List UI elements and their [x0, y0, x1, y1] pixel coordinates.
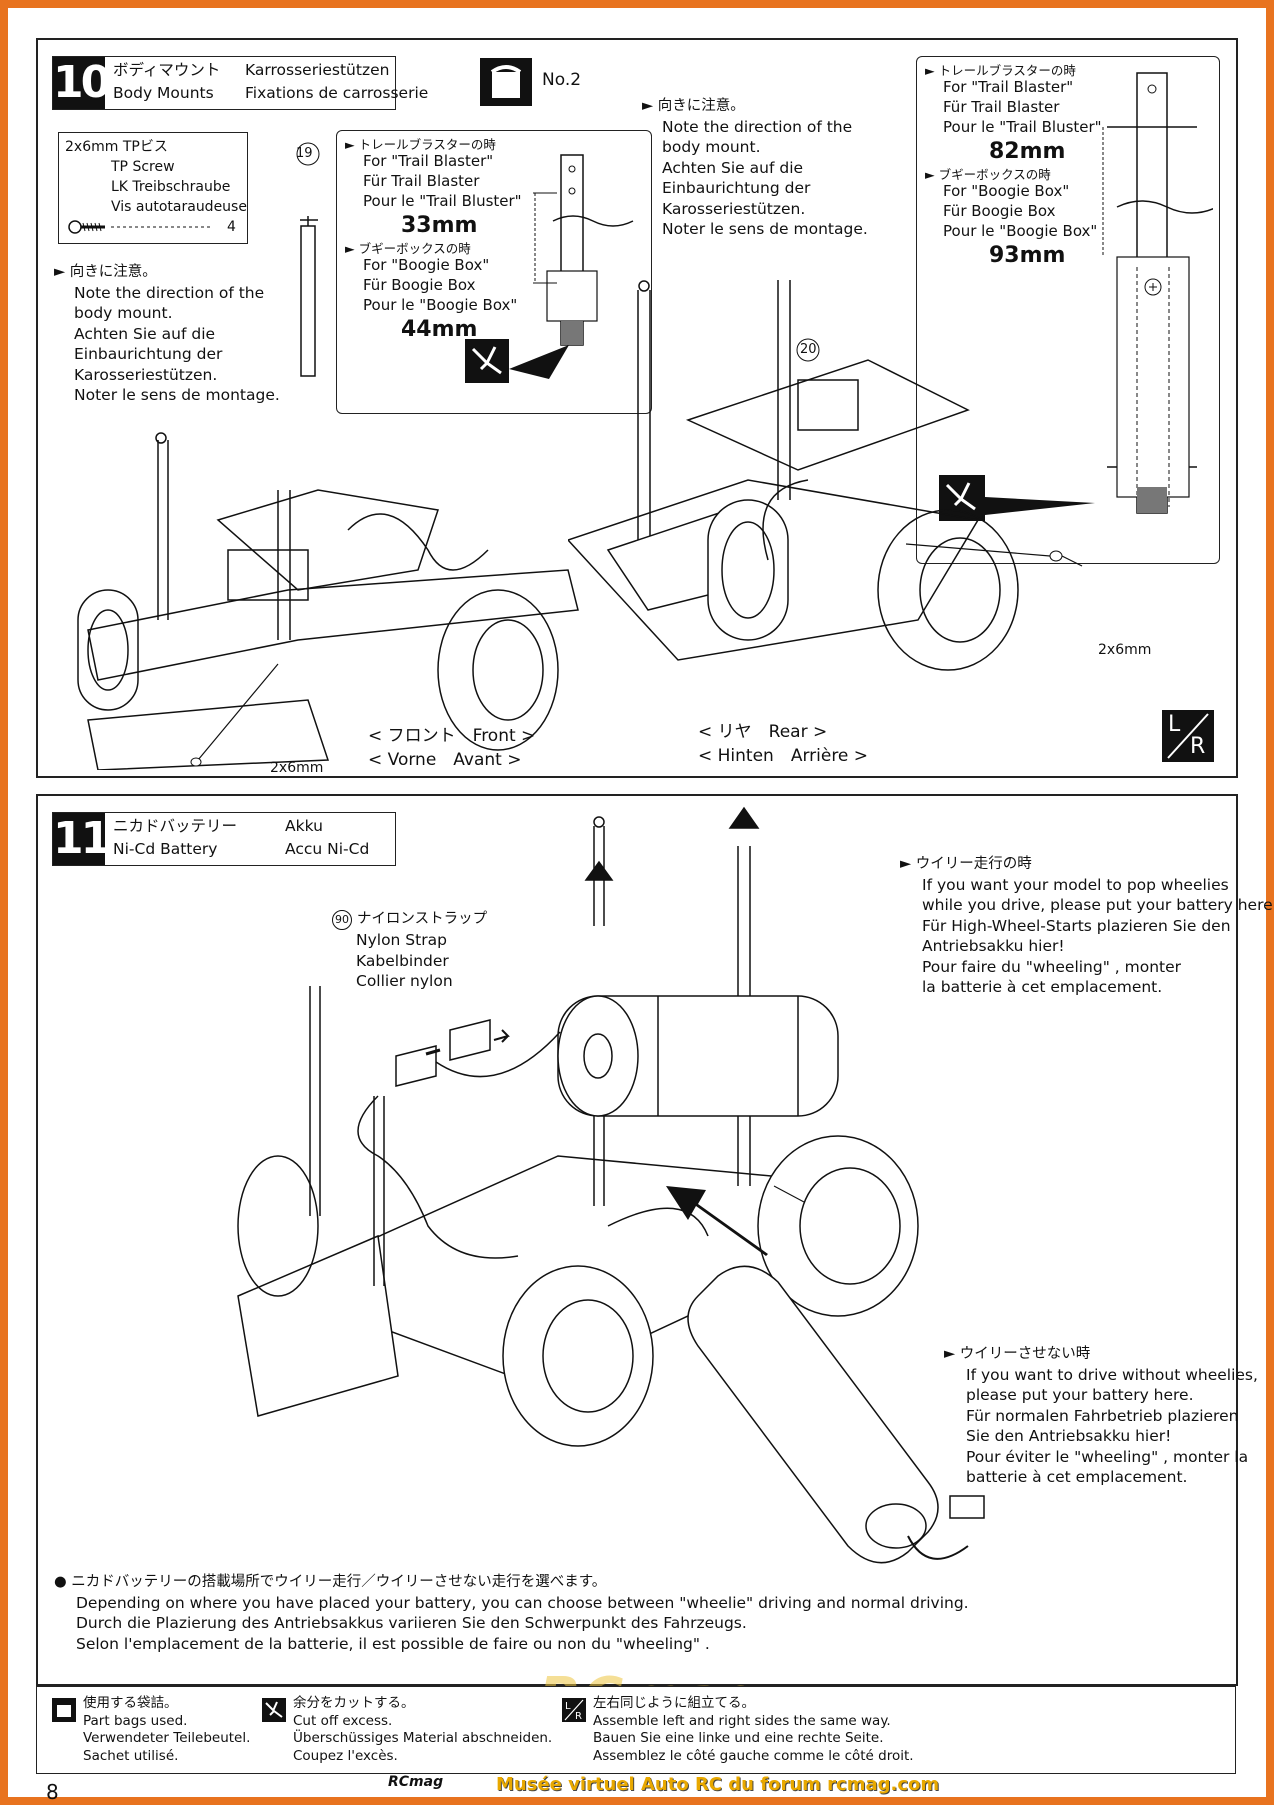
part-90-label: 90: [332, 910, 352, 930]
battery-position-note: ● ニカドバッテリーの搭載場所でウイリー走行／ウイリーさせない走行を選べます。 …: [54, 1574, 969, 1653]
screw-box: 2x6mm TPビス TP Screw LK Treibschraube Vis…: [58, 132, 248, 244]
mount-cut-diagram: [533, 154, 634, 346]
svg-text:L: L: [565, 1701, 571, 1712]
loose-battery-drawing: [666, 1186, 985, 1564]
rear-mount-cut-diagram: [1102, 72, 1213, 514]
rear-label-1: < リヤ Rear >: [698, 722, 828, 742]
step-number: 10: [53, 57, 111, 109]
legend-cut: 余分をカットする。 Cut off excess. Überschüssiges…: [293, 1695, 553, 1764]
screw-name-fr: Vis autotaraudeuse: [111, 199, 247, 215]
lr-legend-icon: L R: [562, 1698, 586, 1722]
screw-name-de: LK Treibschraube: [111, 179, 231, 195]
footer-logo: RCmag: [388, 1774, 444, 1790]
step-title-de: Akku: [285, 817, 323, 835]
part-bag-icon: [480, 58, 532, 106]
bb-text: For "Boogie Box" Für Boogie Box Pour le …: [363, 256, 518, 314]
strap-note: 90 ナイロンストラップ Nylon Strap Kabelbinder Col…: [332, 908, 487, 992]
screw-size: 2x6mm: [65, 139, 119, 155]
part-19-mount: [296, 142, 320, 377]
rear-screw: [906, 543, 1083, 567]
step-title-en: Ni-Cd Battery: [113, 840, 218, 858]
legend-box: 使用する袋詰。 Part bags used. Verwendeter Teil…: [36, 1686, 1236, 1774]
bb-length: 44mm: [401, 317, 478, 342]
rear-bb-length: 93mm: [989, 243, 1066, 268]
step-title-fr: Accu Ni-Cd: [285, 840, 370, 858]
no-wheelie-note: ► ウイリーさせない時 If you want to drive without…: [944, 1346, 1258, 1486]
screw-icon: [68, 220, 211, 234]
part-bag-legend-icon: [52, 1698, 76, 1722]
screw-name-en: TP Screw: [111, 159, 175, 175]
screw-name-jp: TPビス: [122, 139, 168, 155]
legend-lr: 左右同じように組立てる。 Assemble left and right sid…: [593, 1695, 914, 1764]
rear-label-2: < Hinten Arrière >: [698, 746, 869, 766]
part-19-label: 19: [296, 146, 313, 161]
tb-length: 33mm: [401, 213, 478, 238]
rear-mount-callout: ► トレールブラスターの時 For "Trail Blaster" Für Tr…: [916, 56, 1220, 564]
rear-cutter-icon: [939, 475, 1095, 521]
front-chassis-drawing: [77, 432, 579, 770]
lr-badge-icon: L R: [1162, 710, 1214, 762]
rear-bb-jp: ブギーボックスの時: [938, 167, 1051, 182]
screw-front-label: 2x6mm: [270, 760, 324, 776]
step-title-fr: Fixations de carrosserie: [245, 84, 429, 102]
legend-bags: 使用する袋詰。 Part bags used. Verwendeter Teil…: [83, 1695, 251, 1764]
tb-text: For "Trail Blaster" Für Trail Blaster Po…: [363, 152, 522, 210]
cutter-legend-icon: [262, 1698, 286, 1722]
manual-page: 10 ボディマウント Karrosseriestützen Body Mount…: [8, 8, 1274, 1804]
note-left: ► 向きに注意。 Note the direction of the body …: [54, 264, 280, 404]
step-title-de: Karrosseriestützen: [245, 61, 390, 79]
rear-chassis-drawing: [568, 280, 1019, 671]
step-title-jp: ニカドバッテリー: [113, 817, 238, 835]
page-number: 8: [46, 1780, 59, 1804]
rear-tb-jp: トレールブラスターの時: [938, 63, 1076, 78]
step-11-panel: 11 ニカドバッテリー Akku Ni-Cd Battery Accu Ni-C…: [36, 794, 1274, 1731]
screw-rear-label: 2x6mm: [1098, 642, 1152, 658]
front-mount-callout: ► トレールブラスターの時 For "Trail Blaster" Für Tr…: [336, 130, 652, 414]
svg-text:R: R: [575, 1711, 582, 1722]
front-label-1: < フロント Front >: [368, 726, 536, 746]
step-number: 11: [53, 813, 111, 865]
rear-tb-text: For "Trail Blaster" Für Trail Blaster Po…: [943, 78, 1102, 136]
part-20-marker: [796, 338, 820, 362]
step-11-header: 11 ニカドバッテリー Akku Ni-Cd Battery Accu Ni-C…: [52, 812, 396, 866]
note-right: ► 向きに注意。 Note the direction of the body …: [642, 98, 868, 238]
bb-jp: ブギーボックスの時: [358, 241, 471, 256]
cutter-icon: [465, 339, 569, 383]
footer-text: Musée virtuel Auto RC du forum rcmag.com: [496, 1774, 940, 1795]
screw-qty: 4: [227, 219, 236, 235]
part-20-label: 20: [800, 342, 817, 357]
tb-jp: トレールブラスターの時: [358, 137, 496, 152]
step-title-en: Body Mounts: [113, 84, 214, 102]
step-10-panel: 10 ボディマウント Karrosseriestützen Body Mount…: [36, 38, 1238, 778]
rear-bb-text: For "Boogie Box" Für Boogie Box Pour le …: [943, 182, 1098, 240]
wheelie-note: ► ウイリー走行の時 If you want your model to pop…: [900, 856, 1274, 996]
step-title-jp: ボディマウント: [113, 61, 221, 79]
bag-label: No.2: [542, 70, 582, 90]
step-10-header: 10 ボディマウント Karrosseriestützen Body Mount…: [52, 56, 428, 110]
battery-chassis-drawing: [237, 806, 919, 1447]
front-label-2: < Vorne Avant >: [368, 750, 522, 770]
rear-tb-length: 82mm: [989, 139, 1066, 164]
